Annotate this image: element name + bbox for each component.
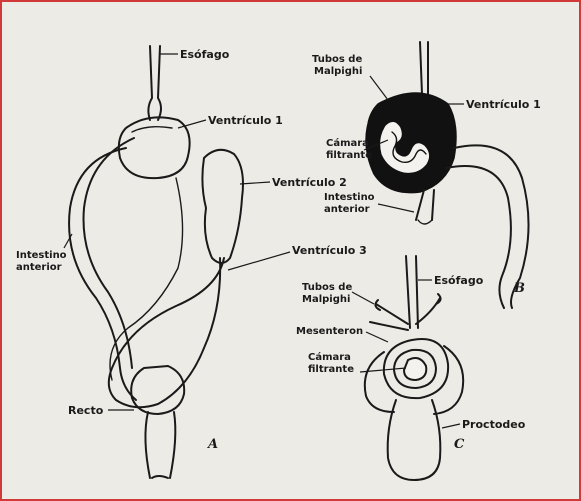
b-label-tubos-1: Tubos de — [312, 54, 362, 65]
panel-a-letter: A — [206, 437, 218, 452]
b-label-camara-2: filtrante — [326, 150, 372, 161]
c-proctodeum — [388, 400, 441, 480]
a-anterior-intestine — [69, 148, 136, 400]
c-label-camara-1: Cámara — [308, 351, 351, 363]
b-ventriculus-dark — [366, 93, 456, 193]
c-malpighian-tubules — [370, 294, 441, 330]
c-label-tubos-2: Malpighi — [302, 294, 350, 305]
panel-b-letter: B — [513, 281, 525, 296]
a-esophagus — [148, 46, 161, 120]
c-label-mesenteron: Mesenteron — [296, 326, 363, 337]
panel-c-letter: C — [454, 437, 465, 452]
c-filter-chamber — [404, 358, 426, 380]
a-label-intestino-2: anterior — [16, 262, 62, 273]
c-label-camara-2: filtrante — [308, 364, 354, 375]
a-label-ventriculo1: Ventrículo 1 — [208, 114, 283, 127]
b-label-camara-1: Cámara — [326, 137, 369, 149]
panel-c: Tubos de Malpighi Esófago Mesenteron Cám… — [296, 256, 526, 480]
digestive-system-diagram: Esófago Ventrículo 1 Ventrículo 2 Intest… — [8, 8, 573, 493]
b-label-ventriculo1: Ventrículo 1 — [466, 98, 541, 111]
a-ventriculus-2 — [202, 150, 243, 263]
c-label-proctodeo: Proctodeo — [462, 418, 526, 431]
a-label-esofago: Esófago — [180, 48, 230, 61]
a-label-ventriculo3: Ventrículo 3 — [292, 244, 367, 257]
panel-a: Esófago Ventrículo 1 Ventrículo 2 Intest… — [16, 46, 367, 478]
c-label-tubos-1: Tubos de — [302, 282, 352, 293]
panel-b: Tubos de Malpighi Ventrículo 1 Cámara fi… — [312, 42, 541, 308]
b-label-intestino-1: Intestino — [324, 192, 375, 203]
a-label-recto: Recto — [68, 404, 104, 417]
a-label-intestino-1: Intestino — [16, 250, 67, 261]
b-label-intestino-2: anterior — [324, 204, 370, 215]
c-label-esofago: Esófago — [434, 274, 484, 287]
a-label-ventriculo2: Ventrículo 2 — [272, 176, 347, 189]
b-label-tubos-2: Malpighi — [314, 66, 362, 77]
